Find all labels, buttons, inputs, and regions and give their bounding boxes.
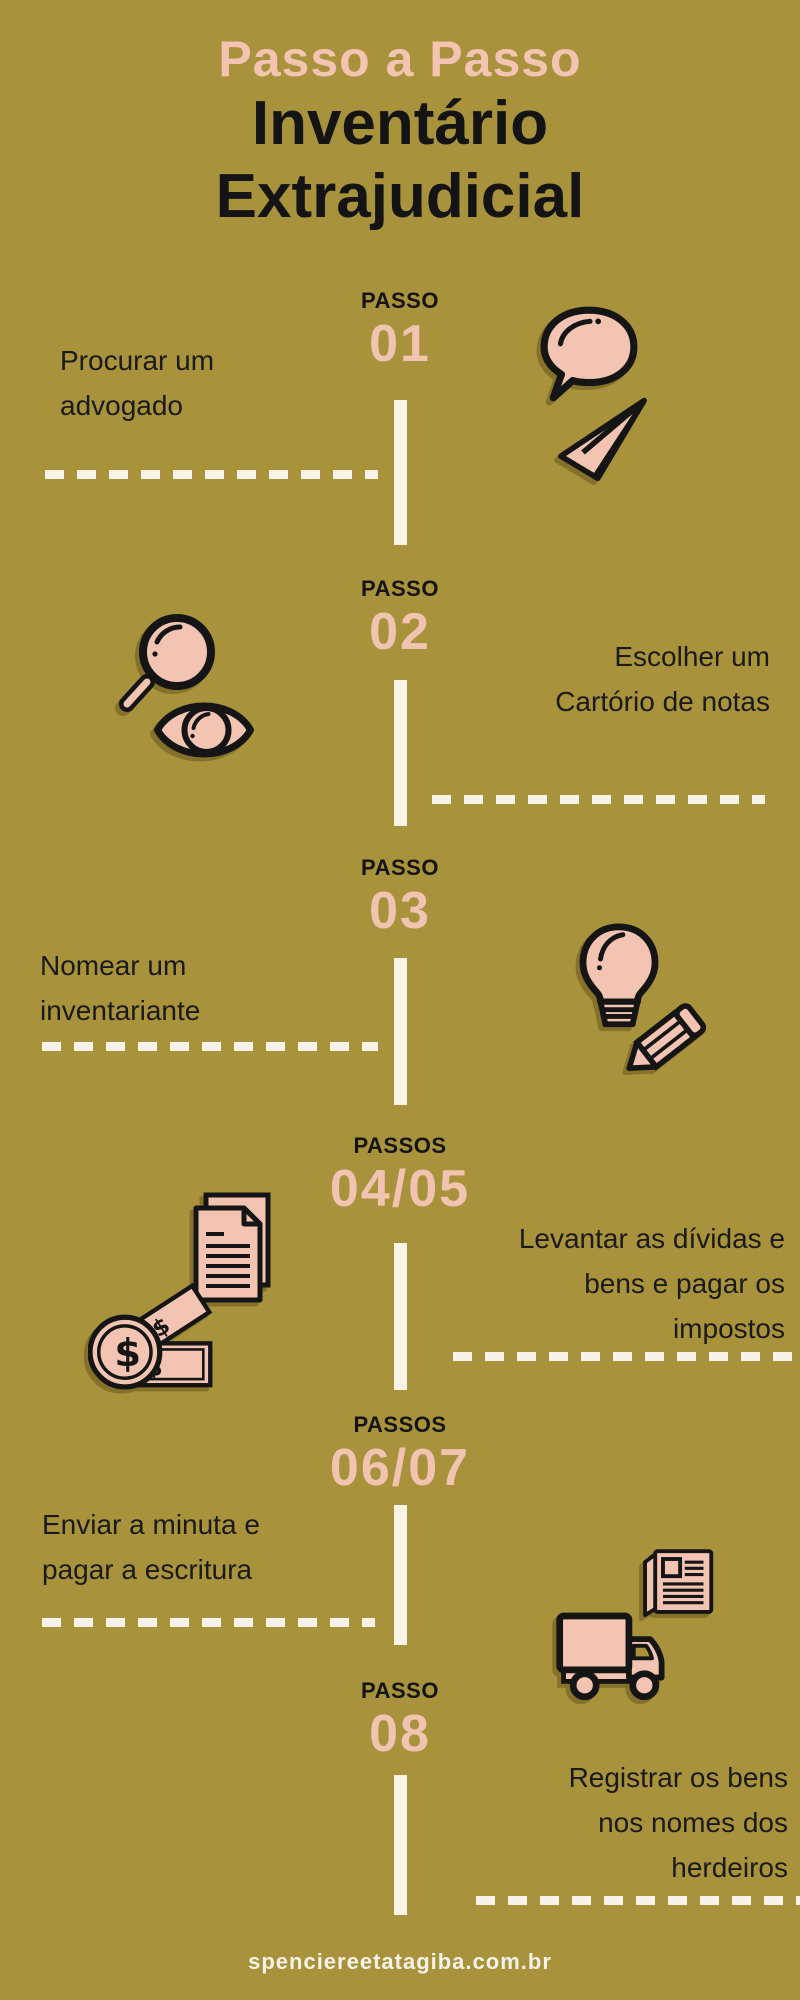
step3-label: PASSO — [361, 855, 439, 880]
step4-dashed-line — [453, 1352, 798, 1361]
step2-dashed-line — [432, 795, 765, 804]
step5-label: PASSOS — [353, 1412, 447, 1437]
step1-text: Procurar um advogado — [60, 345, 215, 421]
step3-number: 03 — [369, 882, 431, 940]
timeline-segment-2 — [394, 680, 407, 826]
timeline-segment-1 — [394, 400, 407, 545]
timeline-segment-4 — [394, 1243, 407, 1390]
timeline-segment-3 — [394, 958, 407, 1105]
magnifier-icon — [119, 614, 215, 712]
lightbulb-icon — [579, 923, 659, 1028]
timeline-segment-6 — [394, 1775, 407, 1915]
speech-bubble-icon — [540, 306, 638, 402]
money-icon: $ $ $ — [88, 1282, 213, 1390]
step3-dashed-line — [42, 1042, 378, 1051]
step5-dashed-line — [42, 1618, 375, 1627]
documents-icon — [193, 1192, 271, 1303]
step1-label: PASSO — [361, 288, 439, 313]
eye-icon — [154, 702, 254, 758]
step4-label: PASSOS — [353, 1133, 447, 1158]
step2-text: Escolher um Cartório de notas — [555, 641, 770, 717]
pencil-icon — [626, 1003, 707, 1071]
paper-plane-icon — [558, 397, 647, 482]
website-url: spenciereetatagiba.com.br — [248, 1949, 552, 1974]
step1-dashed-line — [45, 470, 378, 479]
page-title: Inventário Extrajudicial — [0, 88, 800, 233]
step5-text: Enviar a minuta e pagar a escritura — [42, 1509, 260, 1585]
truck-icon — [556, 1612, 665, 1700]
timeline-segment-5 — [394, 1505, 407, 1645]
step2-number: 02 — [369, 603, 431, 661]
step1-number: 01 — [369, 315, 431, 373]
step6-number: 08 — [369, 1705, 431, 1763]
step2-label: PASSO — [361, 576, 439, 601]
step6-label: PASSO — [361, 1678, 439, 1703]
subtitle: Passo a Passo — [218, 31, 582, 87]
step4-number: 04/05 — [329, 1160, 471, 1218]
step3-text: Nomear um inventariante — [40, 950, 201, 1026]
step6-text: Registrar os bens nos nomes dos herdeiro… — [568, 1762, 788, 1883]
title-line-2: Extrajudicial — [215, 161, 585, 231]
newspaper-icon — [643, 1549, 714, 1618]
svg-text:$: $ — [114, 1331, 141, 1376]
step6-dashed-line — [476, 1896, 800, 1905]
step4-text: Levantar as dívidas e bens e pagar os im… — [518, 1223, 785, 1344]
title-line-1: Inventário — [251, 89, 549, 158]
step5-number: 06/07 — [329, 1439, 471, 1497]
